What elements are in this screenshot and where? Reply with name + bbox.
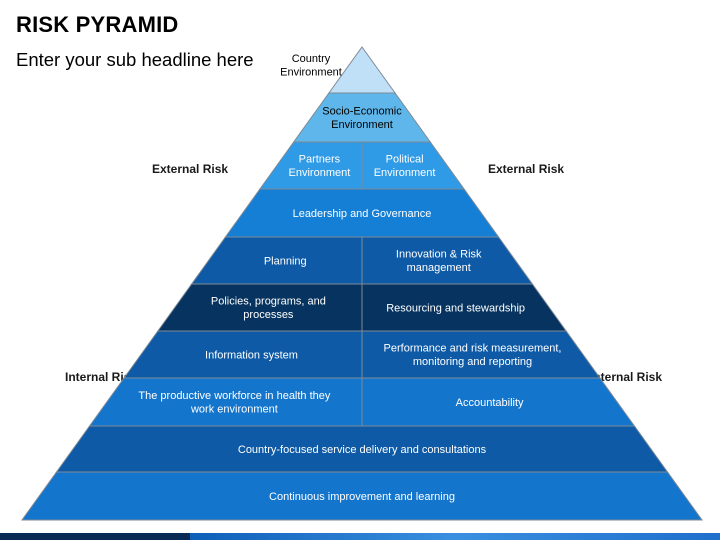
page-title: RISK PYRAMID [16, 12, 179, 37]
pyramid-tier8-right-label: Accountability [456, 397, 524, 409]
pyramid-tier10-band [21, 471, 703, 521]
pyramid-tier10-label: Continuous improvement and learning [269, 491, 455, 503]
pyramid-tier4-label: Leadership and Governance [293, 208, 432, 220]
pyramid-tier9-label: Country-focused service delivery and con… [238, 444, 487, 456]
pyramid-tier7-right-label: Performance and risk measurement,monitor… [384, 343, 562, 369]
page-subtitle: Enter your sub headline here [16, 49, 254, 70]
external-risk-right-label: External Risk [488, 162, 565, 176]
internal-risk-left-label: Internal Risk [65, 370, 138, 384]
pyramid-tier6-right-label: Resourcing and stewardship [386, 302, 525, 314]
footer-accent-bar [0, 533, 720, 540]
pyramid-tier7-left-label: Information system [205, 349, 298, 361]
external-risk-left-label: External Risk [152, 162, 229, 176]
internal-risk-right-label: Internal Risk [590, 370, 663, 384]
pyramid-tier5-left-label: Planning [264, 255, 307, 267]
